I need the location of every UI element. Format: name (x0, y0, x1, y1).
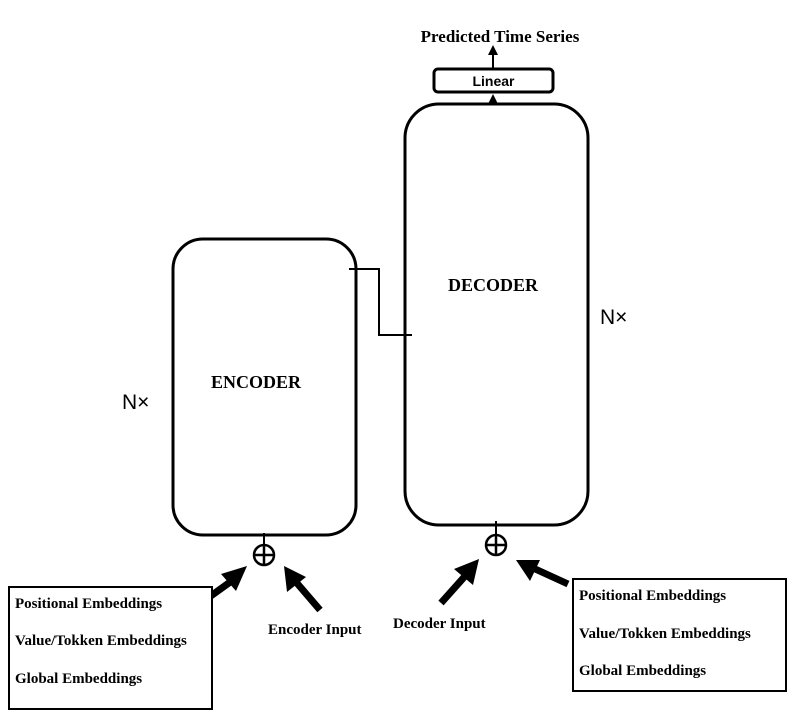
encoder-embeddings-box: Positional Embeddings Value/Tokken Embed… (8, 586, 213, 710)
linear-label: Linear (472, 73, 515, 89)
decoder-block: DECODER (403, 102, 590, 527)
predicted-time-series-label: Predicted Time Series (421, 27, 580, 46)
encoder-embedding-item: Value/Tokken Embeddings (15, 633, 187, 649)
encoder-embedding-item: Positional Embeddings (15, 596, 162, 612)
decoder-add-icon (484, 533, 508, 557)
encoder-label: ENCODER (211, 372, 302, 392)
decoder-input-label: Decoder Input (393, 616, 486, 632)
encoder-input-label: Encoder Input (268, 622, 362, 638)
decoder-embedding-item: Value/Tokken Embeddings (579, 626, 751, 642)
encoder-input-arrow (284, 566, 323, 613)
encoder-repeat-label: N× (122, 391, 149, 414)
decoder-input-arrow (438, 559, 479, 606)
decoder-embeddings-box: Positional Embeddings Value/Tokken Embed… (572, 578, 787, 692)
decoder-embeddings-arrow (516, 560, 570, 588)
encoder-block: ENCODER (171, 237, 358, 537)
decoder-label: DECODER (448, 275, 539, 295)
decoder-repeat-label: N× (600, 306, 627, 329)
linear-layer: Linear (432, 67, 555, 94)
decoder-embedding-item: Positional Embeddings (579, 588, 726, 604)
encoder-embedding-item: Global Embeddings (15, 671, 142, 687)
decoder-embedding-item: Global Embeddings (579, 663, 706, 679)
encoder-decoder-connector (349, 268, 412, 336)
encoder-add-icon (252, 543, 276, 567)
